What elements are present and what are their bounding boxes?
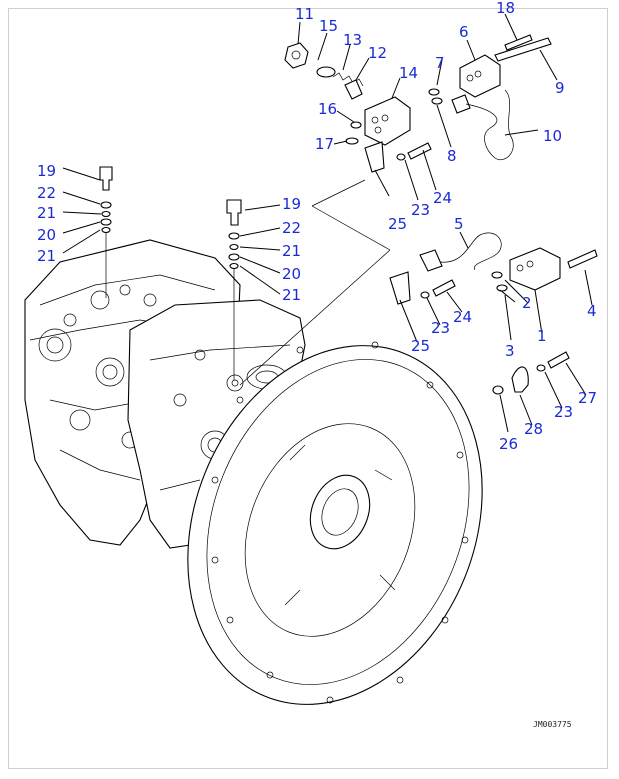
callout-13: 13 bbox=[343, 31, 362, 49]
callout-11: 11 bbox=[295, 5, 314, 23]
callout-3: 3 bbox=[505, 342, 515, 360]
callout-24-lower: 24 bbox=[453, 308, 472, 326]
callout-23-lower: 23 bbox=[431, 319, 450, 337]
callout-26: 26 bbox=[499, 435, 518, 453]
callout-22-center: 22 bbox=[282, 219, 301, 237]
callout-23-bottom: 23 bbox=[554, 403, 573, 421]
callout-9: 9 bbox=[555, 79, 565, 97]
callout-23-upper: 23 bbox=[411, 201, 430, 219]
top-left-parts bbox=[284, 42, 411, 146]
callout-21-left-b: 21 bbox=[37, 247, 56, 265]
callout-1: 1 bbox=[537, 327, 547, 345]
callout-28: 28 bbox=[524, 420, 543, 438]
callout-18: 18 bbox=[496, 0, 515, 17]
callout-21-center-b: 21 bbox=[282, 286, 301, 304]
callout-20-center: 20 bbox=[282, 265, 301, 283]
middle-right-parts bbox=[419, 232, 598, 292]
callout-21-center-a: 21 bbox=[282, 242, 301, 260]
callout-21-left-a: 21 bbox=[37, 204, 56, 222]
callout-24-upper: 24 bbox=[433, 189, 452, 207]
drawing-code: JM003775 bbox=[533, 720, 572, 729]
callout-19-left: 19 bbox=[37, 162, 56, 180]
top-right-parts bbox=[428, 34, 552, 160]
callout-labels: 11 15 13 12 14 16 17 7 8 6 18 9 10 25 23… bbox=[37, 0, 597, 729]
callout-10: 10 bbox=[543, 127, 562, 145]
callout-2-lower: 2 bbox=[522, 294, 532, 312]
callout-leaders bbox=[62, 13, 593, 433]
left-plug-stack bbox=[99, 166, 113, 298]
callout-25-lower: 25 bbox=[411, 337, 430, 355]
callout-6: 6 bbox=[459, 23, 469, 41]
brackets-and-bolts bbox=[364, 141, 570, 395]
center-plug-stack bbox=[226, 199, 242, 380]
assembly-lines bbox=[239, 179, 391, 386]
callout-22-left: 22 bbox=[37, 184, 56, 202]
callout-20-left: 20 bbox=[37, 226, 56, 244]
callout-15: 15 bbox=[319, 17, 338, 35]
callout-16: 16 bbox=[318, 100, 337, 118]
callout-19-center: 19 bbox=[282, 195, 301, 213]
callout-4: 4 bbox=[587, 302, 597, 320]
callout-27: 27 bbox=[578, 389, 597, 407]
callout-8: 8 bbox=[447, 147, 457, 165]
callout-25-upper: 25 bbox=[388, 215, 407, 233]
flywheel-housing bbox=[187, 341, 483, 705]
callout-12: 12 bbox=[368, 44, 387, 62]
callout-14: 14 bbox=[399, 64, 418, 82]
callout-7: 7 bbox=[435, 54, 445, 72]
callout-5: 5 bbox=[454, 215, 464, 233]
callout-17: 17 bbox=[315, 135, 334, 153]
